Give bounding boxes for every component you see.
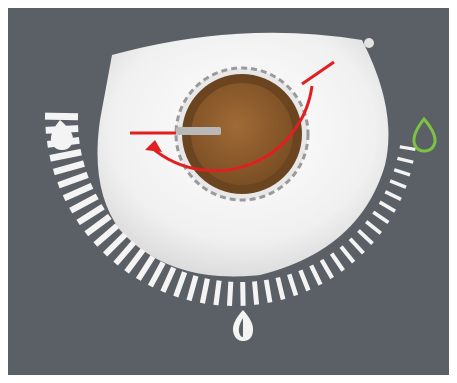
scale-tick [289, 274, 296, 295]
scale-tick [202, 279, 207, 304]
scale-tick [380, 202, 395, 211]
scale-tick [127, 250, 144, 272]
indicator-dot [364, 38, 374, 48]
drop-icon-left [51, 120, 73, 150]
drop-outline-icon-right [414, 119, 435, 151]
scale-tick [394, 170, 410, 175]
scale-tick [150, 263, 163, 287]
scale-tick [350, 239, 363, 253]
scale-tick [138, 257, 153, 280]
scale-tick [163, 268, 174, 292]
scale-tick [189, 276, 196, 301]
scale-tick [45, 116, 78, 117]
scale-tick [278, 278, 283, 300]
scale-tick [59, 175, 88, 186]
scale-tick [71, 196, 98, 210]
knob-pointer [176, 127, 221, 135]
scale-tick [116, 242, 134, 263]
scale-tick [400, 147, 416, 150]
scale-tick [255, 281, 257, 304]
scale-tick [230, 282, 231, 306]
scale-tick [332, 254, 344, 271]
scale-tick [397, 158, 413, 162]
scale-tick [311, 266, 320, 285]
scale-tick [359, 231, 373, 244]
scale-tick [50, 152, 81, 158]
drop-icon-bottom [233, 310, 253, 341]
scale-tick [78, 207, 103, 223]
scale-tick [390, 181, 406, 187]
scale-tick [385, 192, 401, 200]
scale-tick [216, 281, 219, 306]
scale-tick [366, 222, 381, 234]
scale-tick [266, 280, 270, 303]
scale-tick [341, 247, 354, 263]
scale-tick [176, 272, 185, 296]
scale-tick [322, 260, 333, 278]
scale-tick [64, 186, 92, 198]
scale-tick [373, 212, 388, 222]
scale-tick [300, 270, 308, 290]
scale-tick [54, 164, 84, 172]
